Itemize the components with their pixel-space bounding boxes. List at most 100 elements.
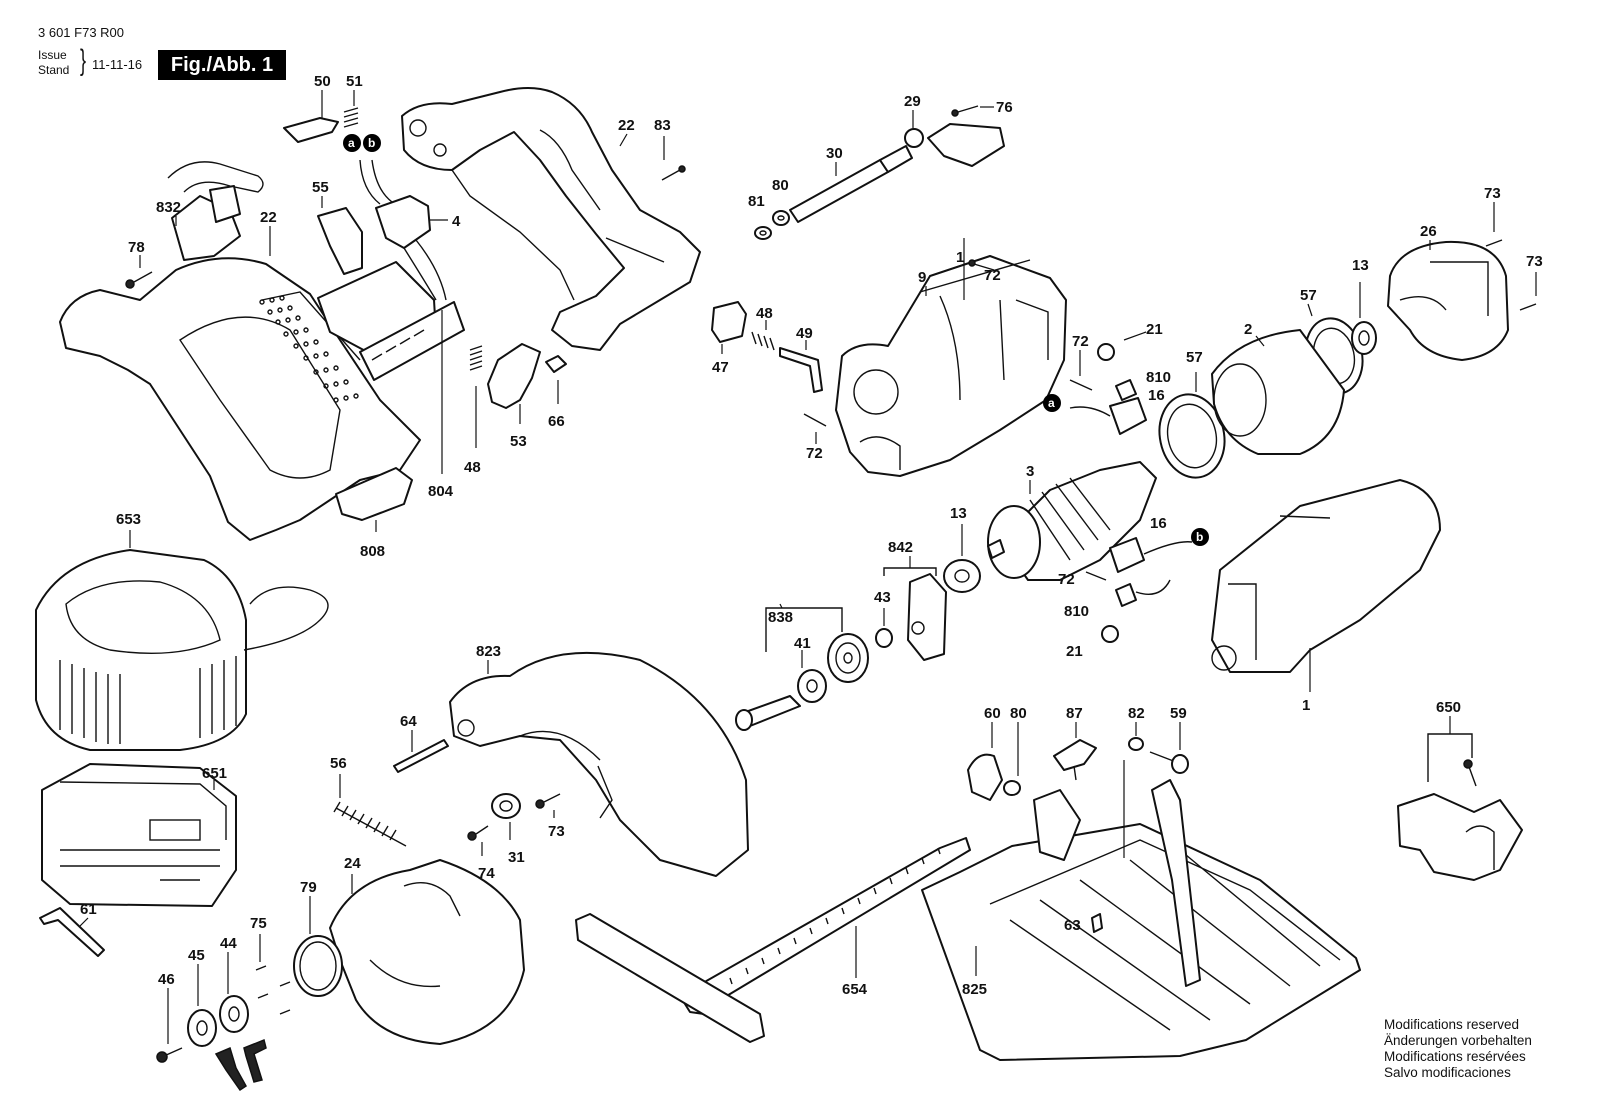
callout-82: 82 [1128,705,1145,722]
modifications-notice: Modifications reserved Änderungen vorbeh… [1384,1017,1532,1081]
callout-13a: 13 [1352,257,1369,274]
notice-line-es: Salvo modificaciones [1384,1065,1511,1080]
part-13-bearing-top [1351,282,1377,355]
callout-26: 26 [1420,223,1437,240]
callout-73b: 73 [1526,253,1543,270]
part-24-lower-guard [329,859,525,1045]
callout-838: 838 [768,609,793,626]
callout-825: 825 [962,981,987,998]
brace-glyph: } [80,44,87,77]
part-1-motor-housing [1211,479,1441,692]
callout-51: 51 [346,73,363,90]
callout-64: 64 [400,713,417,730]
callout-78: 78 [128,239,145,256]
callout-72c: 72 [1072,333,1089,350]
part-804-electronics [317,261,465,474]
notice-line-en: Modifications reserved [1384,1017,1520,1032]
callout-53: 53 [510,433,527,450]
part-47 [711,301,747,354]
tool-icons [214,1038,267,1092]
marker-b-mid: b [1191,528,1209,546]
part-73-screw-a [1485,202,1503,247]
callout-1a: 1 [956,249,964,266]
part-72-screw-b [803,413,827,444]
part-83-screw [661,136,686,181]
callout-823: 823 [476,643,501,660]
callout-83: 83 [654,117,671,134]
issue-date: 11-11-16 [92,57,143,72]
callout-87: 87 [1066,705,1083,722]
part-72-screw-c [1069,350,1093,391]
part-838-spindle [735,603,843,731]
notice-line-fr: Modifications resérvées [1384,1049,1526,1064]
part-81-washer [754,226,772,240]
part-810-brush-mid [1115,579,1171,607]
callout-48a: 48 [756,305,773,322]
marker-a-mid: a [1043,394,1061,412]
callout-21b: 21 [1066,643,1083,660]
part-55 [317,196,363,275]
callout-labels: 50 51 22 83 29 76 30 81 80 73 26 73 832 … [80,73,1543,998]
part-29-lever [904,105,1005,167]
callout-43: 43 [874,589,891,606]
part-653-charger [35,530,329,751]
part-50 [283,90,339,143]
callout-3: 3 [1026,463,1034,480]
callout-66: 66 [548,413,565,430]
callout-832: 832 [156,199,181,216]
part-56-spring [333,774,407,847]
part-75-screws [255,934,291,1015]
svg-text:a: a [348,136,355,150]
callout-44: 44 [220,935,237,952]
callout-49: 49 [796,325,813,342]
part-651-battery [41,763,237,907]
callout-21a: 21 [1146,321,1163,338]
callout-650: 650 [1436,699,1461,716]
callout-22a: 22 [618,117,635,134]
part-44-flange [219,952,249,1033]
issue-label: Issue [38,48,67,62]
part-808 [335,467,413,532]
callout-57a: 57 [1300,287,1317,304]
part-810-brush-top [1115,379,1137,401]
part-842-plate [883,556,947,661]
callout-29: 29 [904,93,921,110]
svg-text:a: a [1048,396,1055,410]
callout-59: 59 [1170,705,1187,722]
part-74-screw [467,825,489,856]
stand-label: Stand [38,63,70,77]
callout-16b: 16 [1150,515,1167,532]
callout-73a: 73 [1484,185,1501,202]
part-72-screw-d [1085,571,1107,581]
notice-line-de: Änderungen vorbehalten [1384,1033,1532,1048]
part-3-armature [987,461,1157,581]
marker-b-top: b [363,134,381,152]
callout-41: 41 [794,635,811,652]
callout-2: 2 [1244,321,1252,338]
part-59-bolt [1149,722,1189,774]
callout-24: 24 [344,855,361,872]
callout-9: 9 [918,269,926,286]
callout-31: 31 [508,849,525,866]
callout-810a: 810 [1146,369,1171,386]
callout-46: 46 [158,971,175,988]
callout-57b: 57 [1186,349,1203,366]
callout-653: 653 [116,511,141,528]
part-16-holder-top [1069,397,1147,435]
part-41-bearing [797,650,827,703]
callout-651: 651 [202,765,227,782]
callout-75: 75 [250,915,267,932]
callout-81: 81 [748,193,765,210]
part-80-washer-b [1003,722,1021,796]
part-82-washer [1123,722,1144,858]
part-48-spring-left [469,345,483,448]
callout-73c: 73 [548,823,565,840]
callout-80b: 80 [1010,705,1027,722]
callout-55: 55 [312,179,329,196]
callout-654: 654 [842,981,868,998]
part-654-parallel-guide [575,837,971,1043]
callout-13b: 13 [950,505,967,522]
part-21-spring-top [1097,331,1147,361]
callout-16a: 16 [1148,387,1165,404]
